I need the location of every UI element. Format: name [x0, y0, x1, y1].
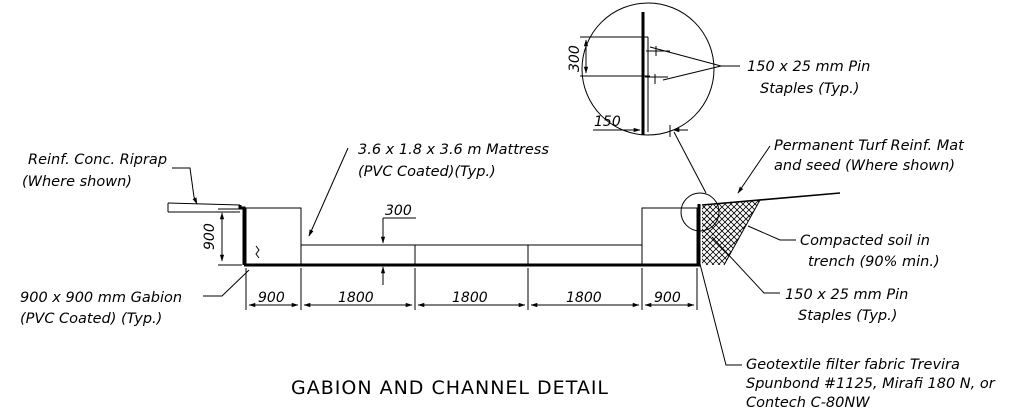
riprap-slab: [167, 202, 241, 213]
geotextile-label-2: Spunbond #1125, Mirafi 180 N, or: [746, 376, 996, 392]
geotextile-label-3: Contech C-80NW: [746, 395, 870, 411]
right-gabion: [641, 207, 698, 266]
detail-leader: [673, 131, 707, 194]
detail-callout-circle: [680, 192, 720, 232]
gabion-label-1: 900 x 900 mm Gabion: [20, 290, 182, 306]
dim-gabion-height: 900: [202, 223, 218, 250]
channel-section: [167, 202, 701, 267]
detail-enlarged-circle: [581, 2, 715, 136]
riprap-label-2: (Where shown): [22, 174, 132, 190]
leaders: [172, 46, 796, 366]
geotextile-label-1: Geotextile filter fabric Trevira: [746, 357, 960, 373]
turf-mat-label-1: Permanent Turf Reinf. Mat: [774, 138, 965, 154]
detail-staples-label-2: Staples (Typ.): [760, 81, 859, 97]
dim-mattress-thickness: 300: [385, 203, 412, 219]
enlarged-detail: [641, 12, 671, 137]
drawing-title: GABION AND CHANNEL DETAIL: [291, 377, 609, 399]
detail-staples-label-1: 150 x 25 mm Pin: [747, 59, 870, 75]
left-gabion: [245, 207, 302, 266]
mattress-label-2: (PVC Coated)(Typ.): [358, 164, 496, 180]
geotextile-bottom: [244, 204, 701, 267]
compacted-soil-label-2: trench (90% min.): [808, 254, 940, 270]
riprap-label-1: Reinf. Conc. Riprap: [28, 152, 167, 168]
dim-detail-horizontal: 150: [594, 114, 621, 130]
turf-mat-label-2: and seed (Where shown): [774, 158, 955, 174]
dim-bottom-2: 1800: [338, 290, 374, 306]
dimensions: [218, 36, 698, 310]
compacted-soil-label-1: Compacted soil in: [800, 233, 930, 249]
mattress-panels: [301, 244, 642, 265]
dim-bottom-1: 900: [258, 290, 285, 306]
staple-symbol: [255, 245, 260, 259]
pin-staples-label-2: Staples (Typ.): [798, 308, 897, 324]
dim-detail-vertical: 300: [567, 45, 583, 72]
gabion-label-2: (PVC Coated) (Typ.): [20, 311, 162, 327]
mattress-label-1: 3.6 x 1.8 x 3.6 m Mattress: [358, 142, 549, 158]
dim-bottom-4: 1800: [566, 290, 602, 306]
pin-staples-label-1: 150 x 25 mm Pin: [785, 287, 908, 303]
ground-surface: [701, 192, 841, 206]
geotextile-left: [238, 205, 246, 265]
dim-bottom-5: 900: [654, 290, 681, 306]
dim-bottom-3: 1800: [452, 290, 488, 306]
